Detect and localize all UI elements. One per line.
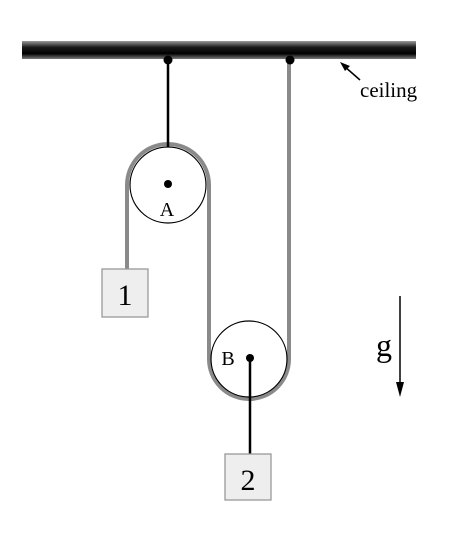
pulley-a-axle: [164, 180, 172, 188]
mass-1-label: 1: [118, 279, 133, 312]
ceiling-bar: [22, 41, 416, 59]
gravity-arrowhead: [396, 382, 404, 397]
mass-2-block: [224, 453, 272, 501]
rope-anchor-pin: [285, 55, 295, 65]
mass-2-label: 2: [241, 464, 256, 497]
hanger-a-pin: [163, 55, 173, 65]
gravity-label: g: [376, 327, 392, 363]
ceiling-label: ceiling: [360, 78, 418, 102]
pulley-a-label: A: [160, 199, 175, 221]
rope: [125, 60, 291, 401]
mass-1-block: [101, 268, 149, 318]
ceiling-pointer-arrowhead: [340, 62, 350, 71]
pulley-b-label: B: [221, 348, 234, 370]
